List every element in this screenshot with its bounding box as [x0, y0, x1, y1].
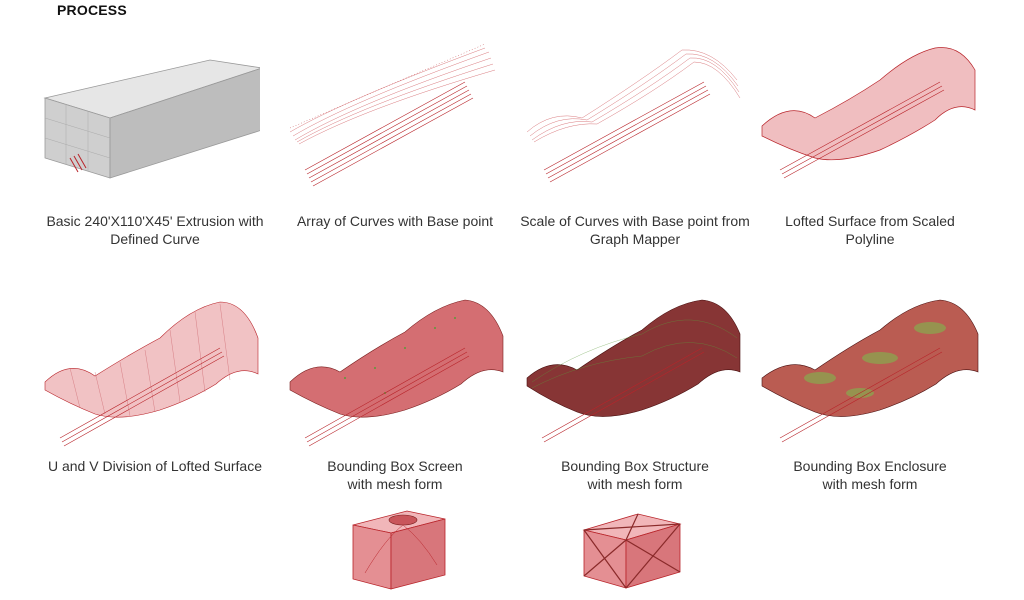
step-4-caption: Lofted Surface from Scaled Polyline	[745, 212, 995, 248]
step-5-uv-division-image	[40, 298, 260, 448]
caption-line: Graph Mapper	[589, 231, 681, 247]
step-8-bounding-box-enclosure-image	[760, 298, 980, 448]
caption-line: with mesh form	[587, 476, 683, 492]
caption-line: Bounding Box Enclosure	[793, 458, 947, 474]
step-3-scaled-curves-image	[522, 40, 742, 190]
structure-box-detail-image	[578, 508, 686, 592]
step-2-curve-array-image	[285, 40, 505, 190]
screen-box-detail-image	[345, 503, 450, 595]
step-2-caption: Array of Curves with Base point	[270, 212, 520, 230]
step-7-caption: Bounding Box Structure with mesh form	[510, 457, 760, 493]
caption-line: Basic 240'X110'X45' Extrusion with	[46, 213, 264, 229]
step-6-bounding-box-screen-image	[285, 298, 505, 448]
step-7-bounding-box-structure-image	[522, 298, 742, 448]
step-3-caption: Scale of Curves with Base point from Gra…	[510, 212, 760, 248]
caption-line: with mesh form	[822, 476, 918, 492]
step-5-caption: U and V Division of Lofted Surface	[30, 457, 280, 475]
step-6-caption: Bounding Box Screen with mesh form	[270, 457, 520, 493]
caption-line: Polyline	[845, 231, 895, 247]
caption-line: Lofted Surface from Scaled	[785, 213, 955, 229]
page-title: PROCESS	[57, 2, 127, 18]
step-1-caption: Basic 240'X110'X45' Extrusion with Defin…	[30, 212, 280, 248]
caption-line: with mesh form	[347, 476, 443, 492]
caption-line: Bounding Box Screen	[327, 458, 463, 474]
caption-line: Bounding Box Structure	[561, 458, 709, 474]
caption-line: U and V Division of Lofted Surface	[47, 458, 262, 474]
step-1-extrusion-image	[40, 40, 260, 190]
caption-line: Defined Curve	[110, 231, 200, 247]
step-4-lofted-surface-image	[760, 40, 980, 190]
step-8-caption: Bounding Box Enclosure with mesh form	[745, 457, 995, 493]
caption-line: Array of Curves with Base point	[296, 213, 494, 229]
caption-line: Scale of Curves with Base point from	[520, 213, 750, 229]
